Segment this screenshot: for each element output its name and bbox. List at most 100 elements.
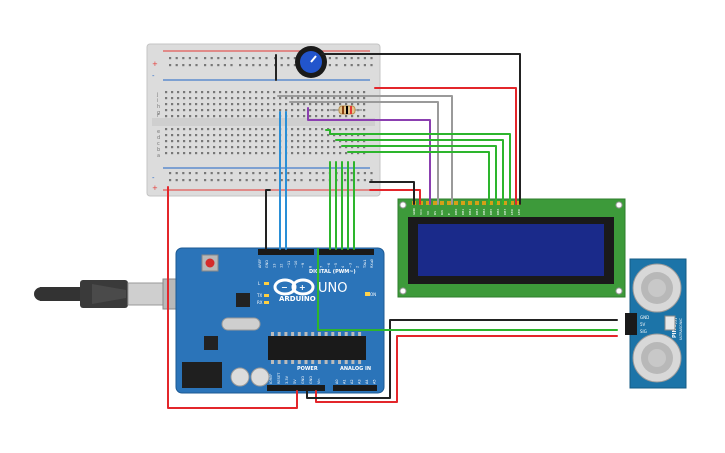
breadboard-rail-hole[interactable] (230, 64, 233, 67)
breadboard-hole[interactable] (279, 103, 282, 106)
breadboard-hole[interactable] (309, 109, 312, 112)
breadboard-hole[interactable] (255, 146, 258, 149)
breadboard-hole[interactable] (165, 140, 168, 143)
breadboard-hole[interactable] (303, 152, 306, 155)
breadboard-hole[interactable] (207, 134, 210, 137)
breadboard-hole[interactable] (177, 134, 180, 137)
breadboard-hole[interactable] (177, 91, 180, 94)
lcd-pin[interactable] (468, 201, 472, 205)
breadboard-hole[interactable] (333, 134, 336, 137)
breadboard-hole[interactable] (345, 152, 348, 155)
breadboard-hole[interactable] (213, 128, 216, 131)
breadboard-hole[interactable] (201, 152, 204, 155)
breadboard-hole[interactable] (345, 134, 348, 137)
breadboard-hole[interactable] (171, 91, 174, 94)
breadboard-hole[interactable] (285, 103, 288, 106)
breadboard-hole[interactable] (177, 146, 180, 149)
breadboard-hole[interactable] (339, 146, 342, 149)
breadboard-hole[interactable] (237, 97, 240, 100)
breadboard-rail-hole[interactable] (230, 172, 233, 175)
breadboard-hole[interactable] (219, 109, 222, 112)
breadboard-hole[interactable] (243, 152, 246, 155)
breadboard-hole[interactable] (165, 109, 168, 112)
breadboard-hole[interactable] (315, 109, 318, 112)
breadboard-hole[interactable] (255, 152, 258, 155)
breadboard-hole[interactable] (291, 115, 294, 118)
breadboard-hole[interactable] (321, 140, 324, 143)
breadboard-rail-hole[interactable] (223, 179, 226, 182)
breadboard-hole[interactable] (255, 109, 258, 112)
breadboard-hole[interactable] (315, 103, 318, 106)
breadboard-hole[interactable] (213, 103, 216, 106)
breadboard-hole[interactable] (321, 103, 324, 106)
breadboard-hole[interactable] (351, 140, 354, 143)
breadboard-hole[interactable] (297, 91, 300, 94)
breadboard-hole[interactable] (207, 103, 210, 106)
breadboard-hole[interactable] (279, 97, 282, 100)
breadboard-rail-hole[interactable] (223, 172, 226, 175)
breadboard-hole[interactable] (165, 115, 168, 118)
breadboard-rail-hole[interactable] (217, 172, 220, 175)
breadboard-hole[interactable] (189, 91, 192, 94)
breadboard-hole[interactable] (165, 134, 168, 137)
breadboard-rail-hole[interactable] (204, 64, 207, 67)
breadboard-hole[interactable] (363, 134, 366, 137)
breadboard-hole[interactable] (219, 146, 222, 149)
breadboard-hole[interactable] (201, 103, 204, 106)
breadboard-hole[interactable] (237, 140, 240, 143)
breadboard-hole[interactable] (321, 146, 324, 149)
breadboard-hole[interactable] (327, 115, 330, 118)
breadboard-rail-hole[interactable] (300, 179, 303, 182)
breadboard-hole[interactable] (303, 140, 306, 143)
breadboard-rail-hole[interactable] (175, 64, 178, 67)
breadboard-hole[interactable] (189, 152, 192, 155)
breadboard-rail-hole[interactable] (350, 57, 353, 60)
breadboard-hole[interactable] (273, 128, 276, 131)
breadboard-rail-hole[interactable] (293, 64, 296, 67)
breadboard-hole[interactable] (321, 128, 324, 131)
breadboard-rail-hole[interactable] (188, 172, 191, 175)
breadboard-hole[interactable] (273, 91, 276, 94)
breadboard-hole[interactable] (243, 128, 246, 131)
breadboard-hole[interactable] (237, 109, 240, 112)
breadboard-rail-hole[interactable] (239, 172, 242, 175)
breadboard-hole[interactable] (177, 115, 180, 118)
breadboard-hole[interactable] (273, 146, 276, 149)
breadboard-hole[interactable] (309, 140, 312, 143)
breadboard-hole[interactable] (345, 97, 348, 100)
breadboard-rail-hole[interactable] (210, 64, 213, 67)
breadboard-hole[interactable] (165, 146, 168, 149)
breadboard-hole[interactable] (351, 115, 354, 118)
breadboard-hole[interactable] (321, 115, 324, 118)
breadboard-hole[interactable] (291, 103, 294, 106)
breadboard-rail-hole[interactable] (344, 179, 347, 182)
breadboard-hole[interactable] (243, 140, 246, 143)
breadboard-rail-hole[interactable] (293, 179, 296, 182)
breadboard-hole[interactable] (201, 134, 204, 137)
breadboard-hole[interactable] (237, 134, 240, 137)
breadboard-rail-hole[interactable] (245, 64, 248, 67)
breadboard-hole[interactable] (195, 115, 198, 118)
breadboard-hole[interactable] (225, 115, 228, 118)
breadboard-hole[interactable] (183, 103, 186, 106)
breadboard-hole[interactable] (213, 91, 216, 94)
breadboard-hole[interactable] (189, 128, 192, 131)
breadboard-hole[interactable] (333, 115, 336, 118)
breadboard-rail-hole[interactable] (287, 64, 290, 67)
wire-red[interactable] (167, 186, 298, 409)
breadboard-hole[interactable] (201, 128, 204, 131)
lcd-pin[interactable] (454, 201, 458, 205)
breadboard-rail-hole[interactable] (245, 172, 248, 175)
wire-gray[interactable] (277, 95, 453, 205)
breadboard-rail-hole[interactable] (210, 172, 213, 175)
breadboard-hole[interactable] (327, 91, 330, 94)
breadboard-hole[interactable] (339, 134, 342, 137)
wire-black[interactable] (321, 53, 521, 205)
potentiometer[interactable] (295, 46, 327, 78)
breadboard-hole[interactable] (345, 91, 348, 94)
breadboard-hole[interactable] (171, 152, 174, 155)
breadboard-hole[interactable] (363, 91, 366, 94)
breadboard-hole[interactable] (351, 134, 354, 137)
breadboard-hole[interactable] (213, 97, 216, 100)
breadboard-hole[interactable] (291, 146, 294, 149)
